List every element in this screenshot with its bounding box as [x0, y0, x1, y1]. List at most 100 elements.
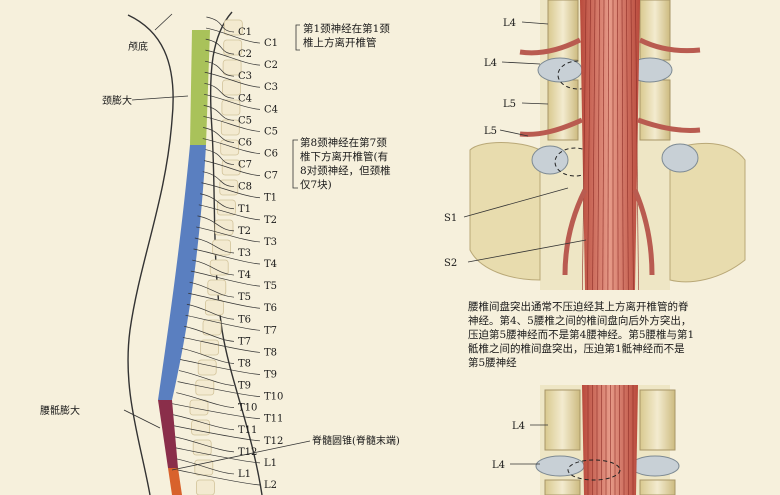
nerve-root [172, 403, 261, 420]
nerve-root [184, 326, 235, 342]
caption-line: 骶椎之间的椎间盘突出，压迫第1骶神经而不是 [468, 343, 685, 355]
nerve-label: C8 [238, 182, 252, 193]
nerve-label: C2 [238, 49, 252, 60]
vertebral-body [200, 339, 220, 356]
c8-note-line: 椎下方离开椎管(有 [300, 151, 389, 163]
caption-line: 腰椎间盘突出通常不压迫经其上方离开椎管的脊 [468, 301, 689, 313]
nerve-label: T1 [264, 193, 277, 204]
nerve-label: T7 [264, 325, 277, 336]
nerve-label: L2 [264, 480, 277, 491]
nerve-root [192, 259, 235, 276]
vertebral-body [195, 379, 215, 396]
nerve-label: T2 [238, 226, 251, 237]
nerve-label: T12 [238, 447, 257, 458]
bottom-l4-label-b: L4 [492, 460, 505, 471]
nerve-root [202, 171, 235, 188]
nerve-root [203, 127, 235, 143]
nerve-label: T4 [264, 259, 277, 270]
skull-base-label: 颅底 [128, 40, 148, 53]
nerve-label: C7 [264, 171, 278, 182]
nerve-root [205, 38, 235, 55]
nerve-label: C3 [238, 71, 252, 82]
nerve-root [197, 215, 235, 232]
nerve-label: T10 [238, 403, 257, 414]
c1-note-line: 第1颈神经在第1颈 [303, 23, 390, 35]
nerve-label: T3 [264, 237, 277, 248]
c8-note-line: 第8颈神经在第7颈 [300, 137, 387, 149]
nerve-label: T6 [238, 314, 251, 325]
nerve-root [176, 458, 235, 475]
nerve-label: T3 [238, 248, 251, 259]
nerve-label: C1 [264, 38, 278, 49]
vertebral-body [222, 59, 242, 76]
nerve-label: T11 [238, 425, 257, 436]
nerve-label: T1 [238, 204, 251, 215]
vertebral-column [127, 11, 263, 495]
nerve-root [203, 116, 261, 132]
nerve-root [177, 381, 261, 397]
c8-note-line: 仅7块) [300, 179, 332, 191]
nerve-strand [597, 0, 600, 291]
vertebral-body [214, 219, 234, 236]
nerve-root [204, 60, 235, 77]
top-l4-label-a: L4 [503, 18, 516, 29]
nerve-strand [617, 0, 619, 291]
vertebral-body [223, 39, 243, 56]
nerve-labels: C1C1C2C2C3C3C4C4C5C5C6C6C7C7C8T1T1T2T2T3… [238, 27, 283, 491]
nerve-root [180, 359, 261, 375]
s2-label: S2 [444, 258, 457, 269]
nerve-root [201, 182, 261, 199]
nerve-label: T9 [238, 381, 251, 392]
nerve-label: C6 [238, 137, 252, 148]
nerve-root [188, 292, 261, 309]
nerve-strand [635, 0, 639, 291]
nerve-label: C1 [238, 27, 252, 38]
c1-note-line: 椎上方离开椎管 [303, 37, 377, 49]
nerve-label: T8 [238, 358, 251, 369]
nerve-label: T10 [264, 392, 283, 403]
disc-herniation-caption: 腰椎间盘突出通常不压迫经其上方离开椎管的脊 神经。第4、5腰椎之间的椎间盘向后外… [468, 300, 694, 370]
vertebral-body [207, 279, 227, 296]
nerve-label: C7 [238, 160, 252, 171]
nerve-root [204, 82, 235, 99]
nerve-strand [621, 0, 624, 291]
nerve-label: L1 [238, 469, 251, 480]
c8-note-line: 8对颈神经，但颈椎 [300, 165, 391, 177]
nerve-label: C3 [264, 82, 278, 93]
spinal-cord [158, 30, 210, 495]
nerve-label: C4 [238, 93, 252, 104]
nerve-strand [582, 0, 587, 291]
nerve-label: T8 [264, 347, 277, 358]
nerve-root [173, 425, 261, 442]
caption-line: 压迫第5腰神经而不是第4腰神经。第5腰椎与第1 [468, 329, 695, 341]
nerve-root [196, 226, 261, 243]
nerve-strand [602, 0, 605, 291]
vertebral-body [196, 479, 215, 495]
nerve-root [185, 314, 261, 331]
nerve-root [202, 138, 261, 154]
nerve-root [206, 16, 235, 33]
nerve-label: C4 [264, 104, 278, 115]
cervical-enlargement-label: 颈膨大 [102, 94, 132, 107]
nerve-label: C2 [264, 60, 278, 71]
nerve-root [176, 392, 235, 409]
caption-line: 第5腰神经 [468, 357, 517, 369]
nerve-root [193, 248, 261, 265]
nerve-root [205, 149, 235, 165]
top-l5-label-a: L5 [503, 99, 516, 110]
nerve-root [175, 447, 261, 464]
bottom-l4-label-a: L4 [512, 421, 525, 432]
nerve-strand [592, 0, 596, 291]
lumbar-detail-panel [535, 385, 680, 495]
nerve-label: T9 [264, 370, 277, 381]
nerve-root [204, 160, 261, 176]
nerve-label: T7 [238, 336, 251, 347]
nerve-root [190, 270, 261, 287]
vertebral-body [202, 319, 222, 336]
nerve-root [194, 237, 235, 254]
nerve-root [200, 193, 235, 210]
nerve-label: T6 [264, 303, 277, 314]
nerve-root [173, 414, 235, 431]
